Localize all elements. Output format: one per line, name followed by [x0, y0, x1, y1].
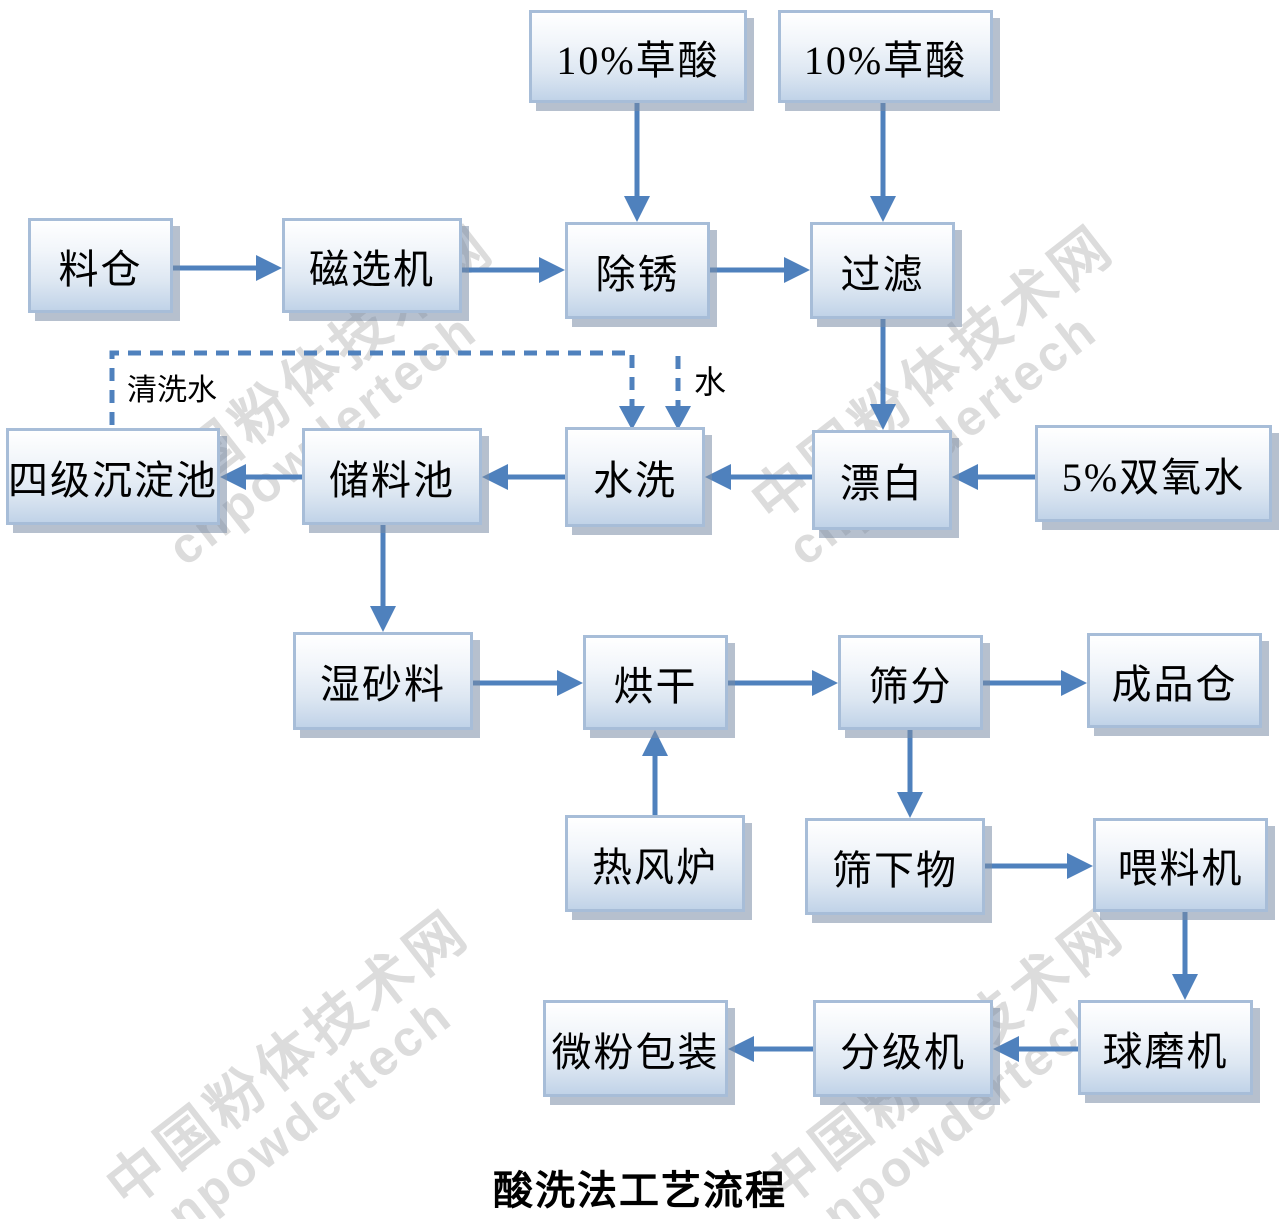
- arrow-derust-to-filter: [710, 257, 810, 283]
- arrow-silo-to-magnetic: [173, 255, 282, 281]
- node-water-washing: 水洗: [565, 427, 705, 527]
- arrow-undersize-to-feeder: [985, 853, 1093, 879]
- node-oxalic-acid-1: 10%草酸: [529, 10, 747, 103]
- arrow-storage-to-sedimentation: [220, 464, 302, 490]
- arrow-ballmill-to-classifier: [993, 1036, 1078, 1062]
- arrow-furnace-to-dry: [642, 730, 668, 815]
- arrow-feeder-to-ballmill: [1172, 912, 1198, 1000]
- arrow-magnetic-to-derust: [462, 257, 565, 283]
- arrow-wetsand-to-dry: [473, 670, 583, 696]
- node-screening: 筛分: [838, 635, 983, 730]
- diagram-title: 酸洗法工艺流程: [493, 1168, 787, 1213]
- node-filter: 过滤: [810, 222, 955, 319]
- node-storage-tank: 储料池: [302, 428, 482, 525]
- node-product-silo: 成品仓: [1087, 633, 1262, 728]
- arrow-storage-to-wetsand: [370, 525, 396, 632]
- node-magnetic-separator: 磁选机: [282, 218, 462, 313]
- node-hydrogen-peroxide: 5%双氧水: [1035, 425, 1272, 522]
- node-sedimentation-tank: 四级沉淀池: [6, 428, 220, 525]
- node-undersize-material: 筛下物: [805, 818, 985, 915]
- arrow-classifier-to-packing: [728, 1036, 813, 1062]
- node-classifier: 分级机: [813, 1000, 993, 1097]
- arrow-filter-to-bleach: [870, 319, 896, 430]
- arrow-sieve-to-undersize: [897, 730, 923, 818]
- arrow-peroxide-to-bleach: [952, 464, 1035, 490]
- node-oxalic-acid-2: 10%草酸: [778, 10, 993, 103]
- node-ball-mill: 球磨机: [1078, 1000, 1253, 1095]
- arrow-waterwash-to-storage: [482, 464, 565, 490]
- label-wash-water: 清洗水: [127, 374, 217, 407]
- node-powder-packing: 微粉包装: [543, 1000, 728, 1097]
- node-feeder: 喂料机: [1093, 818, 1268, 912]
- arrow-sieve-to-product: [983, 670, 1087, 696]
- node-wet-sand: 湿砂料: [293, 632, 473, 730]
- label-water: 水: [694, 364, 727, 400]
- node-bleaching: 漂白: [812, 430, 952, 530]
- node-silo: 料仓: [28, 218, 173, 313]
- arrow-bleach-to-waterwash: [705, 464, 812, 490]
- arrow-oxalic1-to-derust: [624, 103, 650, 222]
- arrow-water-dashed: [665, 356, 691, 430]
- arrow-oxalic2-to-filter: [870, 103, 896, 222]
- node-derusting: 除锈: [565, 222, 710, 319]
- node-hot-air-furnace: 热风炉: [565, 815, 745, 912]
- arrow-washwater-dashed: [109, 350, 645, 430]
- node-drying: 烘干: [583, 635, 728, 730]
- arrow-dry-to-sieve: [728, 670, 838, 696]
